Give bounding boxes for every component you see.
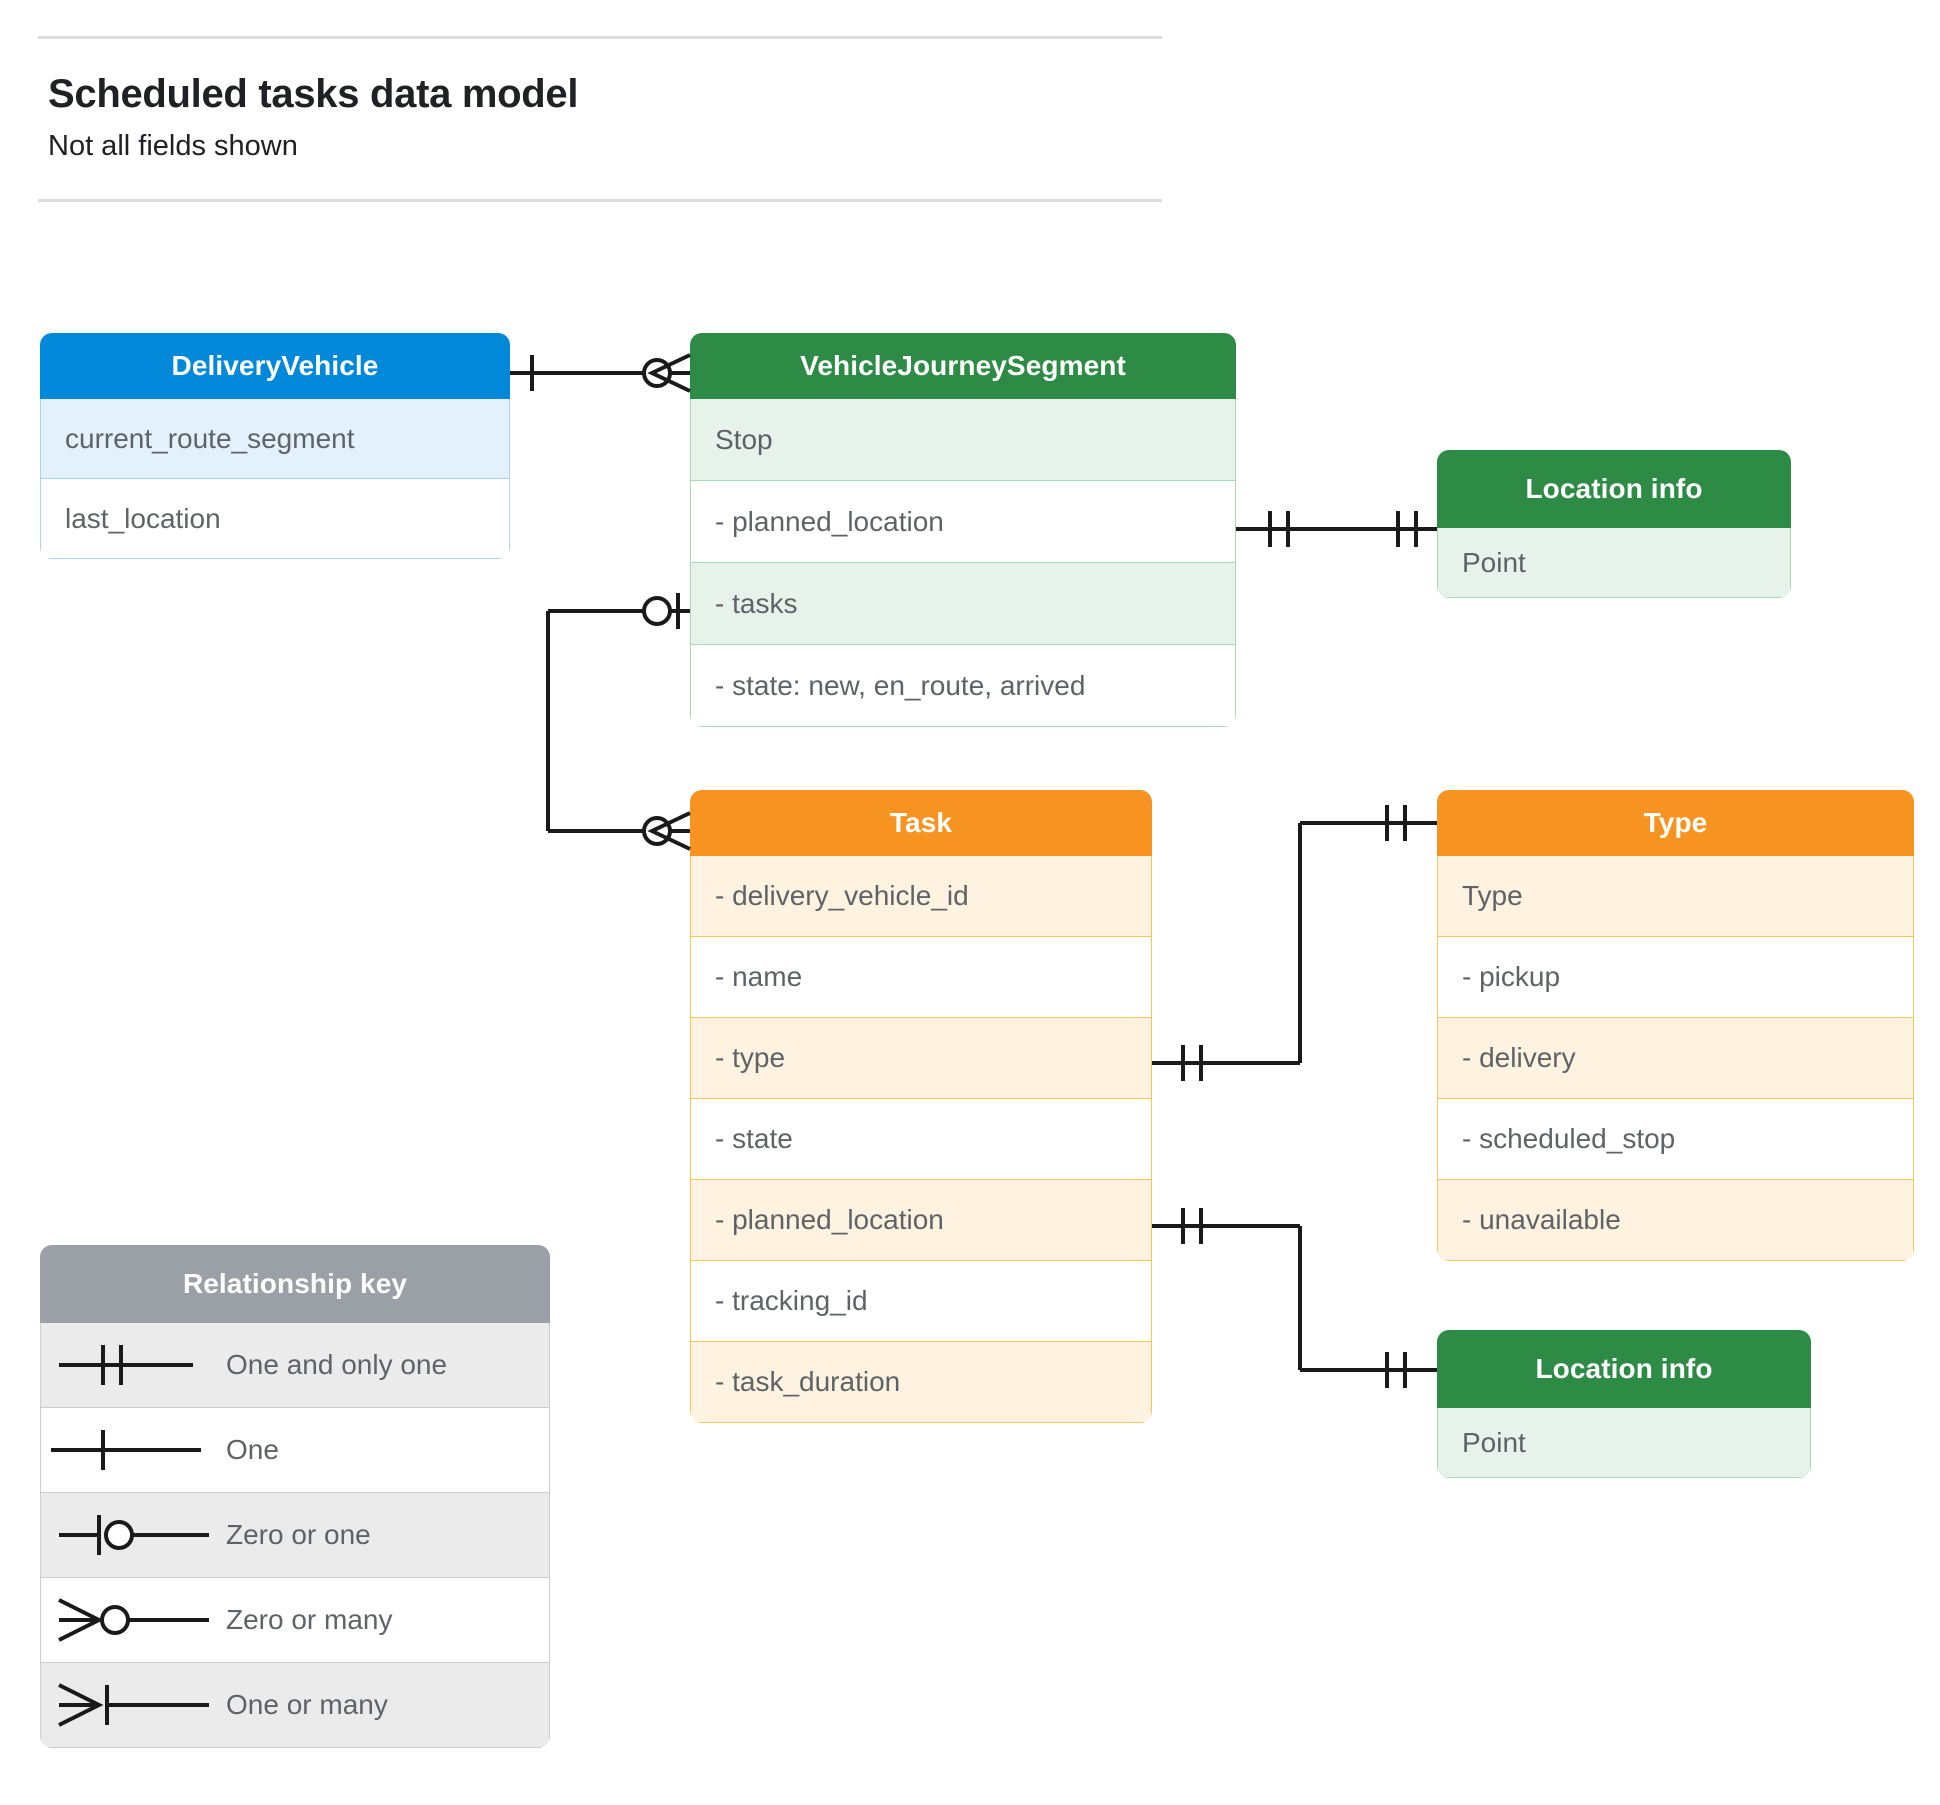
entity-row: - delivery_vehicle_id bbox=[690, 856, 1152, 937]
entity-row: - planned_location bbox=[690, 1180, 1152, 1261]
entity-location-info-top[interactable]: Location info Point bbox=[1437, 450, 1791, 598]
legend-item: One or many bbox=[40, 1663, 550, 1748]
connector-delivery-vehicle-to-vehicle-journey-segment bbox=[510, 353, 691, 393]
entity-row: - unavailable bbox=[1437, 1180, 1914, 1261]
entity-row: - tracking_id bbox=[690, 1261, 1152, 1342]
zero-or-one-symbol-icon bbox=[41, 1493, 226, 1577]
entity-row: Type bbox=[1437, 856, 1914, 937]
connector-vjs-tasks-to-task bbox=[546, 593, 691, 851]
legend-item-label: One or many bbox=[226, 1689, 388, 1720]
entity-row: current_route_segment bbox=[40, 399, 510, 479]
connector-vjs-planned-location-to-location-info bbox=[1236, 511, 1437, 547]
entity-row: - state bbox=[690, 1099, 1152, 1180]
entity-row: - tasks bbox=[690, 563, 1236, 645]
legend-item-label: Zero or many bbox=[226, 1604, 393, 1635]
entity-row: - scheduled_stop bbox=[1437, 1099, 1914, 1180]
legend-relationship-key[interactable]: Relationship key One and only one One bbox=[40, 1245, 550, 1748]
zero-or-many-symbol-icon bbox=[41, 1578, 226, 1662]
entity-task-title: Task bbox=[690, 790, 1152, 856]
legend-item-label: One bbox=[226, 1434, 279, 1465]
legend-item-label: One and only one bbox=[226, 1349, 448, 1380]
one-and-only-one-symbol-icon bbox=[41, 1323, 226, 1407]
one-symbol-icon bbox=[41, 1408, 226, 1492]
entity-row: last_location bbox=[40, 479, 510, 559]
entity-row: - pickup bbox=[1437, 937, 1914, 1018]
entity-row: - delivery bbox=[1437, 1018, 1914, 1099]
legend-item: One and only one bbox=[40, 1323, 550, 1408]
entity-type-title: Type bbox=[1437, 790, 1914, 856]
entity-vehicle-journey-segment[interactable]: VehicleJourneySegment Stop - planned_loc… bbox=[690, 333, 1236, 727]
entity-row: Stop bbox=[690, 399, 1236, 481]
entity-location-info-top-title: Location info bbox=[1437, 450, 1791, 528]
entity-task[interactable]: Task - delivery_vehicle_id - name - type… bbox=[690, 790, 1152, 1423]
header-rule-top bbox=[38, 36, 1162, 39]
page-subtitle: Not all fields shown bbox=[48, 130, 298, 162]
entity-row: - planned_location bbox=[690, 481, 1236, 563]
entity-row: Point bbox=[1437, 1408, 1811, 1478]
entity-row: - task_duration bbox=[690, 1342, 1152, 1423]
entity-location-info-bottom[interactable]: Location info Point bbox=[1437, 1330, 1811, 1478]
entity-delivery-vehicle-title: DeliveryVehicle bbox=[40, 333, 510, 399]
connector-task-type-to-type bbox=[1152, 805, 1437, 1081]
header-rule-bottom bbox=[38, 199, 1162, 202]
entity-vehicle-journey-segment-title: VehicleJourneySegment bbox=[690, 333, 1236, 399]
legend-item: Zero or one bbox=[40, 1493, 550, 1578]
legend-item: One bbox=[40, 1408, 550, 1493]
entity-row: Point bbox=[1437, 528, 1791, 598]
legend-item-label: Zero or one bbox=[226, 1519, 371, 1550]
entity-type[interactable]: Type Type - pickup - delivery - schedule… bbox=[1437, 790, 1914, 1261]
entity-location-info-bottom-title: Location info bbox=[1437, 1330, 1811, 1408]
entity-row: - type bbox=[690, 1018, 1152, 1099]
one-or-many-symbol-icon bbox=[41, 1663, 226, 1747]
entity-row: - name bbox=[690, 937, 1152, 1018]
legend-title: Relationship key bbox=[40, 1245, 550, 1323]
page-title: Scheduled tasks data model bbox=[48, 72, 579, 116]
entity-delivery-vehicle[interactable]: DeliveryVehicle current_route_segment la… bbox=[40, 333, 510, 559]
legend-item: Zero or many bbox=[40, 1578, 550, 1663]
connector-task-planned-location-to-location-info bbox=[1152, 1208, 1437, 1388]
entity-row: - state: new, en_route, arrived bbox=[690, 645, 1236, 727]
